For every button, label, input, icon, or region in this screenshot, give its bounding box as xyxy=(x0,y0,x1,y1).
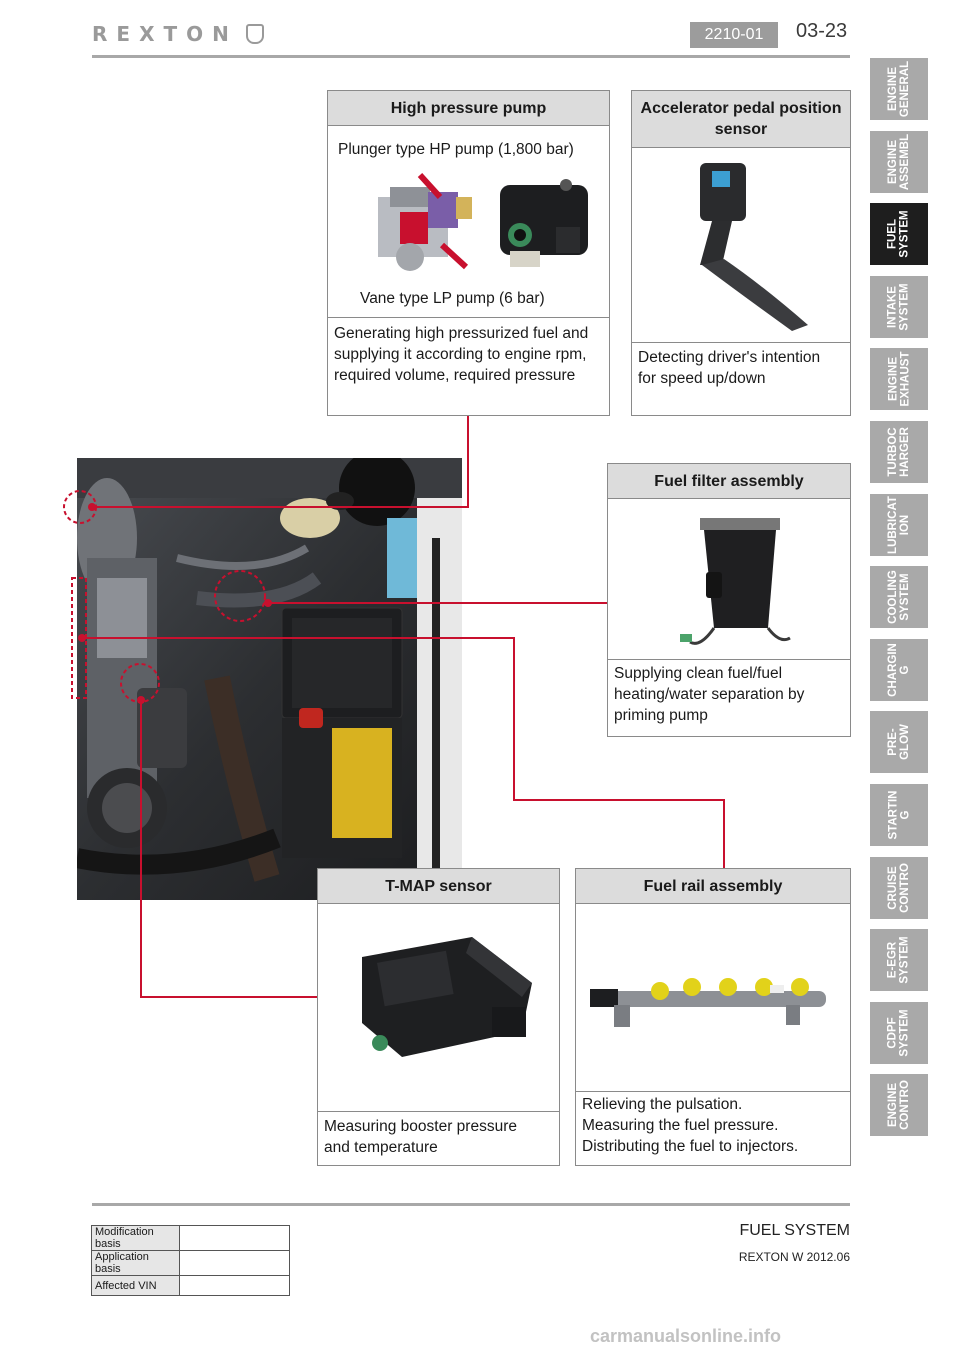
tmap-sensor-description: Measuring booster pressure and temperatu… xyxy=(324,1118,517,1156)
callout-line-tmap xyxy=(140,700,317,998)
hp-pump-caption-top: Plunger type HP pump (1,800 bar) xyxy=(338,141,574,158)
hp-pump-image xyxy=(378,172,588,271)
table-row: Modification basis xyxy=(91,1225,290,1251)
engine-bay-photo xyxy=(77,458,462,900)
modification-table: Modification basis Application basis Aff… xyxy=(91,1225,290,1296)
tab-cooling-system[interactable]: COOLING SYSTEM xyxy=(870,566,928,629)
accel-pedal-image xyxy=(700,163,808,331)
fuel-rail-description: Relieving the pulsation. Measuring the f… xyxy=(582,1096,799,1155)
accel-sensor-title: Accelerator pedal position sensor xyxy=(632,91,850,148)
callout-line-hp-pump xyxy=(92,415,469,508)
footer-model: REXTON W 2012.06 xyxy=(738,1250,850,1264)
hp-pump-description: Generating high pressurized fuel and sup… xyxy=(334,325,589,384)
footer-rule xyxy=(92,1203,850,1206)
tab-startin-g[interactable]: STARTIN G xyxy=(870,784,928,846)
fuel-filter-box: Fuel filter assembly Supplying clean fue… xyxy=(607,463,851,737)
fuel-filter-image xyxy=(680,518,791,645)
fuel-rail-image xyxy=(590,978,826,1027)
accel-sensor-description: Detecting driver's intention for speed u… xyxy=(638,349,821,387)
brand-logo-text: REXTON xyxy=(92,22,238,46)
tab-lubricat-ion[interactable]: LUBRICAT ION xyxy=(870,493,928,556)
fuel-filter-title: Fuel filter assembly xyxy=(608,464,850,499)
table-row: Affected VIN xyxy=(91,1275,290,1296)
accel-sensor-box: Accelerator pedal position sensor Detect… xyxy=(631,90,851,416)
fuel-filter-description: Supplying clean fuel/fuel heating/water … xyxy=(614,665,805,724)
tab-intake-system[interactable]: INTAKE SYSTEM xyxy=(870,275,928,338)
tab-chargin-g[interactable]: CHARGIN G xyxy=(870,638,928,701)
table-row: Application basis xyxy=(91,1250,290,1276)
hp-pump-title: High pressure pump xyxy=(328,91,609,126)
tab-turboc-harger[interactable]: TURBOC HARGER xyxy=(870,421,928,483)
hp-pump-box: High pressure pump Plunger type HP pump … xyxy=(327,90,610,416)
tab-engine-general[interactable]: ENGINE GENERAL xyxy=(870,58,928,120)
hp-pump-caption-bottom: Vane type LP pump (6 bar) xyxy=(360,290,545,307)
tab-engine-assembl[interactable]: ENGINE ASSEMBL xyxy=(870,130,928,193)
callout-line-fuel-rail xyxy=(82,637,725,868)
fuel-rail-title: Fuel rail assembly xyxy=(576,869,850,904)
fuel-rail-box: Fuel rail assembly Relieving the pulsati… xyxy=(575,868,851,1166)
tab-pre-glow[interactable]: PRE- GLOW xyxy=(870,711,928,774)
tab-fuel-system[interactable]: FUEL SYSTEM xyxy=(870,203,928,266)
tab-engine-contro[interactable]: ENGINE CONTRO xyxy=(870,1074,928,1137)
tab-e-egr-system[interactable]: E-EGR SYSTEM xyxy=(870,929,928,992)
brand-emblem-icon xyxy=(246,24,264,44)
watermark: carmanualsonline.info xyxy=(590,1326,782,1346)
tmap-sensor-image xyxy=(362,937,532,1057)
tmap-sensor-box: T-MAP sensor Measuring booster pressure … xyxy=(317,868,560,1166)
tmap-sensor-title: T-MAP sensor xyxy=(318,869,559,904)
tab-engine-exhaust[interactable]: ENGINE EXHAUST xyxy=(870,348,928,411)
page-number: 03-23 xyxy=(796,20,848,42)
header-rule xyxy=(92,55,850,58)
tab-cdpf-system[interactable]: CDPF SYSTEM xyxy=(870,1001,928,1064)
section-code-badge: 2210-01 xyxy=(690,22,778,48)
footer-section-title: FUEL SYSTEM xyxy=(739,1222,850,1239)
tab-cruise-contro[interactable]: CRUISE CONTRO xyxy=(870,856,928,919)
